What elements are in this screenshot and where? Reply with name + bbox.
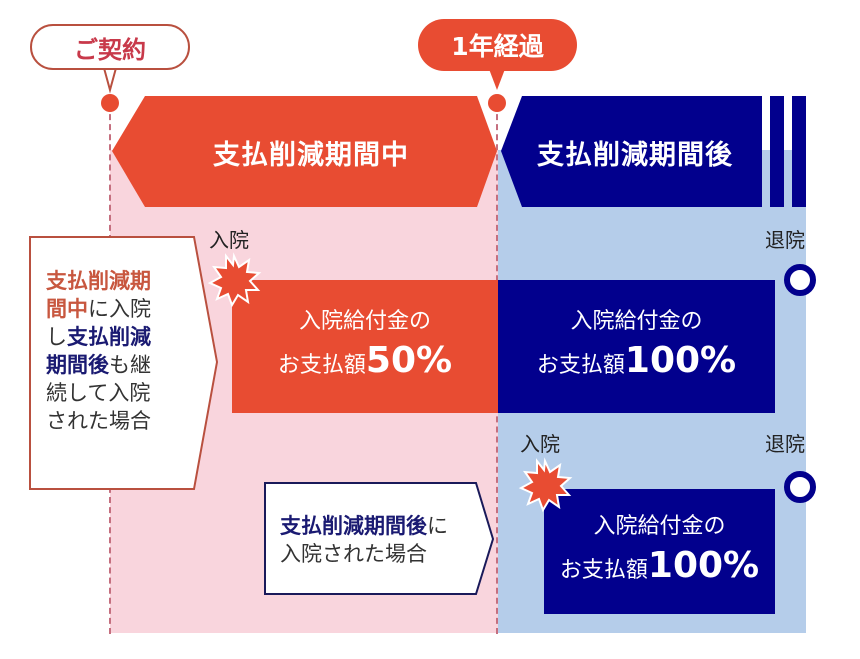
- case1-during-benefit-box: 入院給付金の お支払額50%: [232, 280, 498, 413]
- benefit-percent: 50%: [365, 340, 453, 382]
- benefit-line2: お支払額: [559, 558, 648, 584]
- benefit-line1: 入院給付金の: [570, 309, 703, 335]
- benefit-percent: 100%: [647, 545, 760, 587]
- case1-discharge-label: 退院: [765, 228, 805, 252]
- benefit-percent: 100%: [624, 340, 737, 382]
- contract-timeline-dot: [101, 94, 119, 112]
- case2-discharge-label: 退院: [765, 432, 805, 456]
- case2-discharge-ring-icon: [784, 471, 816, 503]
- period-during-label: 支払削減期間中: [213, 140, 409, 171]
- case1-after-benefit-box: 入院給付金の お支払額100%: [498, 280, 775, 413]
- benefit-line2: お支払額: [277, 353, 366, 379]
- contract-marker: ご契約: [30, 24, 190, 70]
- benefit-line1: 入院給付金の: [593, 514, 726, 540]
- benefit-line2: お支払額: [536, 353, 625, 379]
- period-after-label: 支払削減期間後: [537, 140, 733, 171]
- case2-benefit-box: 入院給付金の お支払額100%: [544, 489, 775, 614]
- one-year-timeline-dot: [488, 94, 506, 112]
- case2-callout-text: 支払削減期間後に 入院された場合: [280, 514, 448, 566]
- case1-admission-label: 入院: [209, 228, 249, 252]
- case2-admission-label: 入院: [520, 432, 560, 456]
- case1-discharge-ring-icon: [784, 264, 816, 296]
- case1-callout-text: 支払削減期 間中に入院 し支払削減 期間後も継 続して入院 された場合: [46, 269, 151, 433]
- benefit-line1: 入院給付金の: [298, 309, 431, 335]
- one-year-marker: 1年経過: [418, 19, 577, 71]
